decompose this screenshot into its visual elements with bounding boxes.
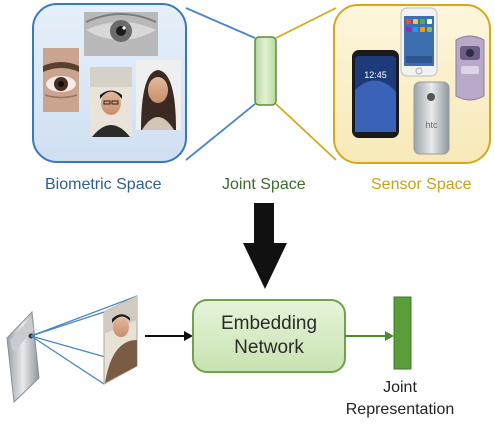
- joint-representation-line1: Joint: [383, 379, 417, 396]
- joint-space-label: Joint Space: [222, 176, 306, 193]
- joint-representation-bar: [393, 296, 412, 370]
- svg-text:htc: htc: [425, 120, 438, 130]
- iris-scanner-icon: [455, 35, 485, 101]
- joint-space-bar: [254, 36, 277, 106]
- smartphone-samsung-icon: 12:45: [352, 50, 399, 138]
- face-photo-man: [90, 67, 132, 137]
- embedding-network-line2: Network: [234, 337, 304, 358]
- svg-text:12:45: 12:45: [364, 70, 387, 80]
- joint-space-connectors: [185, 7, 337, 161]
- arrow-to-network-icon: [145, 331, 193, 341]
- input-face-photo: [103, 295, 138, 385]
- embedding-network-label: Embedding Network: [193, 300, 345, 372]
- embedding-network-line1: Embedding: [220, 313, 318, 334]
- eye-photo: [43, 48, 79, 112]
- arrow-to-representation-icon: [345, 331, 394, 341]
- smartphone-htc-icon: htc: [413, 81, 450, 155]
- joint-representation-label: Joint Representation: [330, 377, 470, 421]
- tablet-camera-icon: [6, 310, 40, 404]
- face-photo-woman: [136, 60, 181, 130]
- joint-representation-line2: Representation: [345, 401, 455, 418]
- iris-photo: [84, 12, 158, 56]
- down-arrow-icon: [243, 203, 287, 289]
- biometric-space-label: Biometric Space: [45, 176, 162, 193]
- smartphone-iphone-icon: [400, 7, 438, 77]
- sensor-space-label: Sensor Space: [371, 176, 472, 193]
